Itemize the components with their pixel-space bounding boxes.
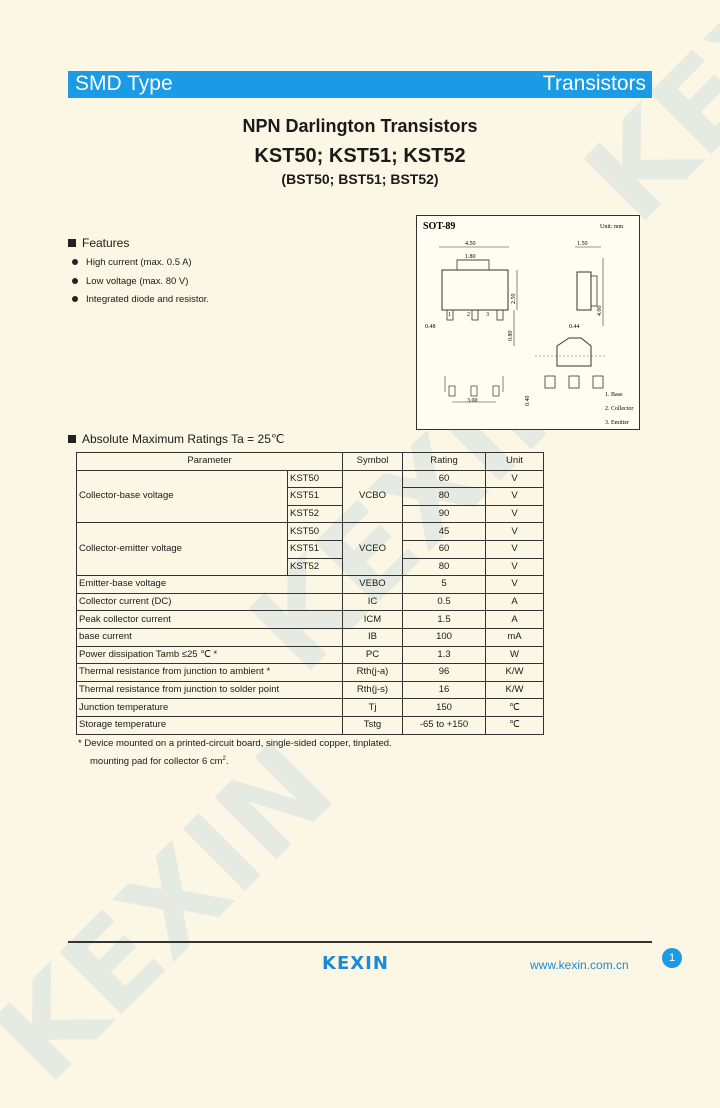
pin-name: 3. Emitter — [605, 420, 629, 426]
footer-divider — [68, 941, 652, 943]
website-link[interactable]: www.kexin.com.cn — [530, 958, 629, 972]
svg-text:1.50: 1.50 — [577, 241, 588, 247]
square-bullet-icon — [68, 239, 76, 247]
table-header-row: Parameter Symbol Rating Unit — [76, 452, 544, 471]
title-line-3: (BST50; BST51; BST52) — [281, 171, 439, 187]
table-row: Collector-emitter voltage KST50 VCEO 45 … — [76, 522, 544, 577]
svg-text:0.80: 0.80 — [508, 331, 514, 342]
feature-item: Low voltage (max. 80 V) — [72, 276, 188, 287]
svg-text:2: 2 — [467, 312, 470, 318]
package-name: SOT-89 — [423, 221, 455, 232]
pin-name: 2. Collector — [605, 406, 633, 412]
title-line-2: KST50; KST51; KST52 — [254, 145, 466, 167]
table-row: Thermal resistance from junction to ambi… — [76, 663, 544, 682]
feature-item: Integrated diode and resistor. — [72, 294, 209, 305]
package-outline-svg: SOT-89 Unit: mm 4.50 1.80 1 2 3 0.48 2.5… — [423, 221, 633, 426]
svg-text:3: 3 — [486, 312, 489, 318]
watermark: KEXIN — [0, 718, 361, 1108]
svg-text:4.00: 4.00 — [597, 306, 603, 317]
svg-text:1.80: 1.80 — [465, 254, 476, 260]
footnote-line-1: * Device mounted on a printed-circuit bo… — [78, 738, 392, 749]
svg-text:1: 1 — [448, 312, 451, 318]
footnote-line-2: mounting pad for collector 6 cm2. — [90, 756, 229, 768]
svg-text:4.50: 4.50 — [465, 241, 476, 247]
page-number: 1 — [662, 948, 682, 968]
kexin-logo: KEXIN — [322, 953, 389, 974]
square-bullet-icon — [68, 435, 76, 443]
svg-text:2.50: 2.50 — [511, 294, 517, 305]
ratings-table: Parameter Symbol Rating Unit Collector-b… — [76, 452, 544, 735]
svg-text:0.40: 0.40 — [525, 396, 531, 407]
table-row: Collector-base voltage KST50 VCBO 60 V — [76, 469, 544, 524]
table-row: Thermal resistance from junction to sold… — [76, 680, 544, 700]
table-row: KST51 80 V — [77, 487, 544, 506]
header-right-text: Transistors — [542, 72, 646, 95]
table-row: KST52 80 V — [77, 557, 544, 577]
header-banner: SMD Type Transistors — [68, 71, 652, 98]
header-left-text: SMD Type — [75, 72, 173, 95]
svg-text:3.00: 3.00 — [467, 398, 478, 404]
title-line-1: NPN Darlington Transistors — [242, 116, 478, 136]
bullet-icon — [72, 278, 78, 284]
feature-item: High current (max. 0.5 A) — [72, 257, 192, 268]
ratings-heading: Absolute Maximum Ratings Ta = 25℃ — [68, 432, 284, 446]
package-drawing: SOT-89 Unit: mm 4.50 1.80 1 2 3 0.48 2.5… — [416, 215, 640, 430]
bullet-icon — [72, 296, 78, 302]
svg-text:0.44: 0.44 — [569, 324, 580, 330]
pin-name: 1. Base — [605, 392, 623, 398]
package-unit: Unit: mm — [600, 224, 624, 230]
bullet-icon — [72, 259, 78, 265]
features-heading: Features — [68, 236, 129, 250]
svg-text:0.48: 0.48 — [425, 324, 436, 330]
